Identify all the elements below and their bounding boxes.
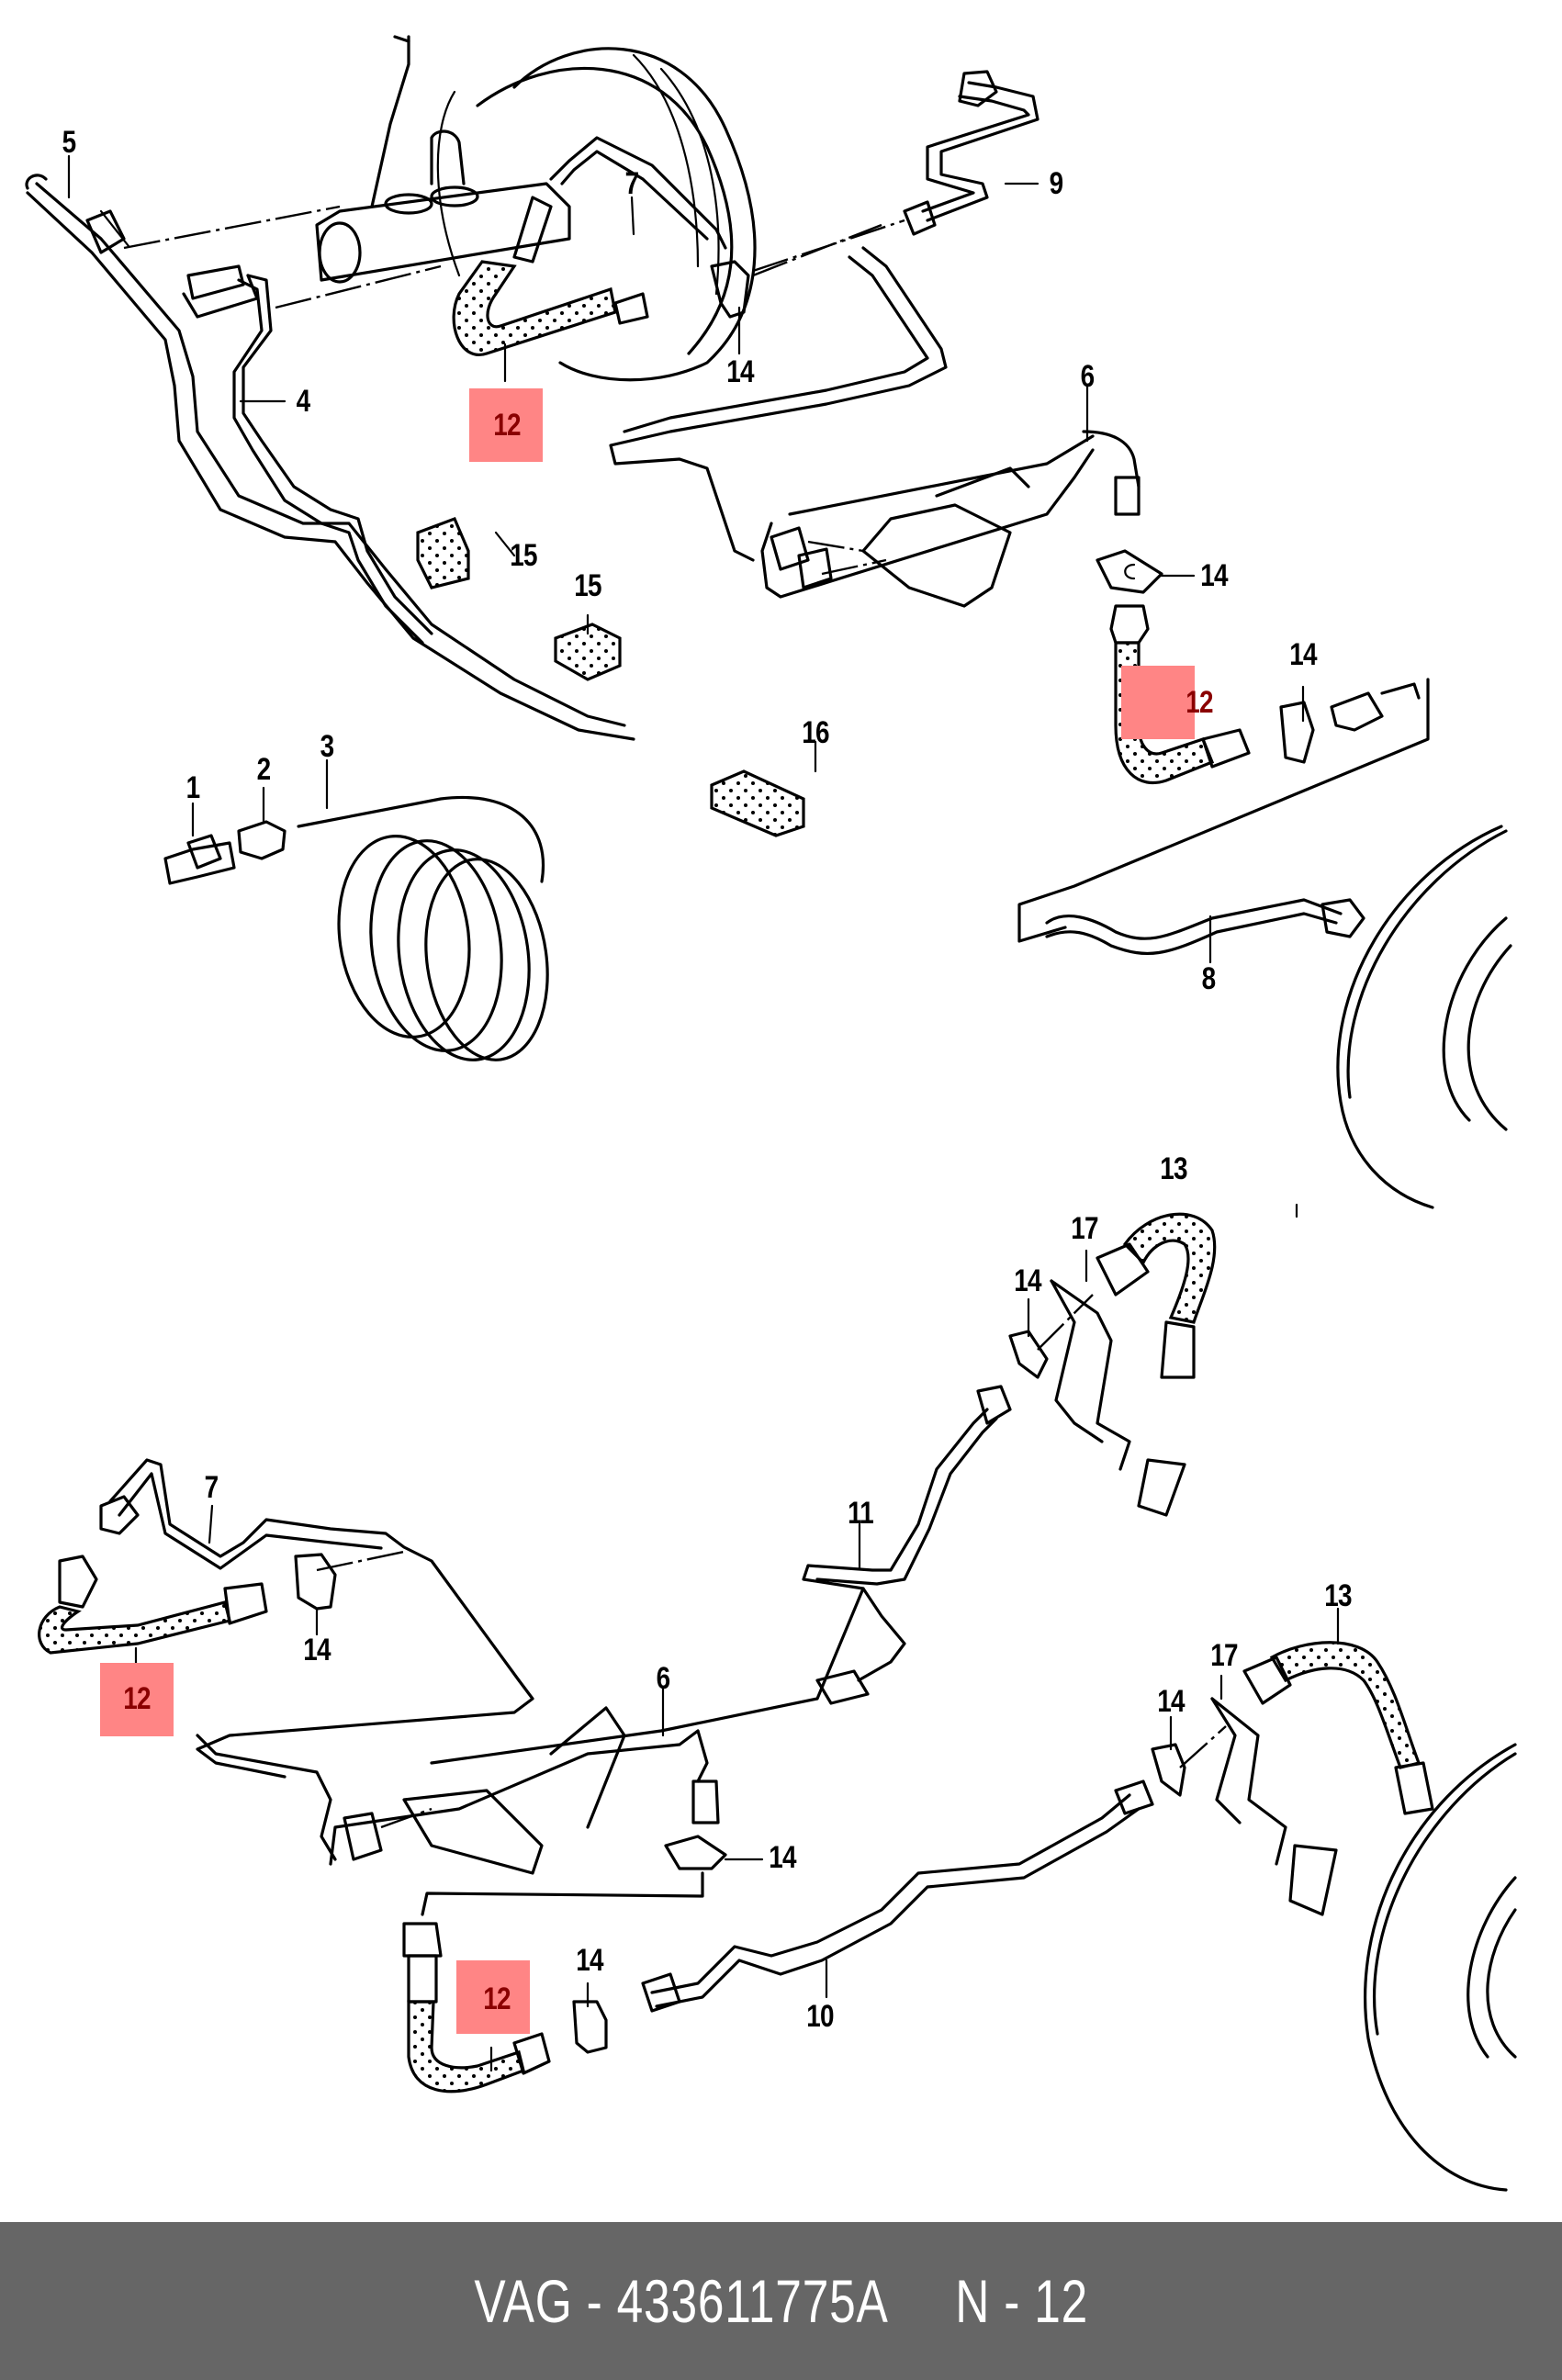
master-cylinder <box>315 35 571 284</box>
brake-line-5 <box>25 174 635 741</box>
brake-hose-12-top <box>452 136 727 357</box>
leader-lines <box>67 154 1340 2072</box>
brake-hose-13-upper <box>1096 1212 1217 1379</box>
clip-14-right-top <box>1096 549 1163 594</box>
highlight-box-12-bottom[interactable] <box>456 1960 530 2034</box>
holder-16 <box>710 769 805 837</box>
callout-7-bottom[interactable]: 7 <box>204 1470 219 1505</box>
callout-14-right[interactable]: 14 <box>1289 637 1317 672</box>
clip-14-lower-right <box>1151 1725 1227 1797</box>
union-2 <box>237 820 287 860</box>
callout-1[interactable]: 1 <box>185 770 201 805</box>
callout-2[interactable]: 2 <box>256 752 272 787</box>
highlight-box-12-left[interactable] <box>100 1663 174 1736</box>
brake-hose-12-left <box>38 1555 268 1655</box>
holder-15b <box>554 623 622 681</box>
callout-7-top[interactable]: 7 <box>624 166 640 201</box>
callout-14-right-top[interactable]: 14 <box>1200 558 1228 593</box>
callout-9[interactable]: 9 <box>1049 166 1064 201</box>
callout-10[interactable]: 10 <box>806 1999 834 2034</box>
callout-15b[interactable]: 15 <box>574 568 601 603</box>
callout-13-upper[interactable]: 13 <box>1160 1151 1187 1186</box>
callout-3[interactable]: 3 <box>320 729 335 764</box>
clip-14-bottom-valve <box>421 1835 727 1916</box>
bracket-17-upper <box>1050 1279 1186 1517</box>
part-number-banner: VAG - 433611775A N - 12 <box>0 2222 1562 2380</box>
callout-5[interactable]: 5 <box>62 125 77 160</box>
callout-15a[interactable]: 15 <box>510 538 537 573</box>
clip-14-top <box>710 223 882 319</box>
brake-disc-bottom <box>1364 1743 1517 2192</box>
callout-17-upper[interactable]: 17 <box>1071 1211 1098 1246</box>
holder-15a <box>416 516 470 589</box>
bracket-17-lower <box>1210 1697 1338 1916</box>
clip-14-mid <box>1008 1294 1094 1379</box>
highlight-label-12-right[interactable]: 12 <box>1186 685 1213 720</box>
brake-pipe-coil-3 <box>297 795 549 1061</box>
highlight-box-12-right[interactable] <box>1121 666 1195 739</box>
callout-14-bottom-left[interactable]: 14 <box>303 1633 331 1667</box>
highlight-box-12-top[interactable] <box>469 388 543 462</box>
callout-14-mid[interactable]: 14 <box>1014 1263 1041 1298</box>
brake-line-11 <box>430 1385 1012 1765</box>
callout-8[interactable]: 8 <box>1201 961 1217 996</box>
brake-booster <box>436 47 757 382</box>
brake-line-4 <box>182 264 442 645</box>
callout-4[interactable]: 4 <box>296 384 311 419</box>
part-number-text: VAG - 433611775A N - 12 <box>474 2267 1088 2335</box>
parts-diagram: 12 12 12 12 5 4 7 9 14 6 14 15 15 14 16 … <box>25 35 1517 2192</box>
callout-14-bottom-valve[interactable]: 14 <box>769 1840 796 1875</box>
callout-6-bottom[interactable]: 6 <box>656 1661 671 1696</box>
brake-line-8 <box>1045 898 1365 955</box>
brake-hose-13-lower <box>1242 1641 1434 1815</box>
union-1 <box>163 834 236 885</box>
highlight-label-12-left[interactable]: 12 <box>123 1681 151 1716</box>
clip-14-bottom-left <box>294 1553 337 1611</box>
clip-14-right <box>1017 678 1430 943</box>
brake-line-6-bottom <box>196 1706 720 1875</box>
brake-line-6-top <box>609 246 1141 608</box>
highlight-label-12-bottom[interactable]: 12 <box>483 1981 511 2016</box>
brake-line-9 <box>752 70 1039 273</box>
callout-14-lower-right[interactable]: 14 <box>1157 1684 1185 1719</box>
highlight-label-12-top[interactable]: 12 <box>493 408 521 443</box>
callout-17-lower[interactable]: 17 <box>1210 1638 1238 1673</box>
brake-hose-12-bottom <box>402 1922 551 2094</box>
callout-13-lower[interactable]: 13 <box>1324 1578 1352 1613</box>
callout-14-bottom-middle[interactable]: 14 <box>576 1943 603 1978</box>
clip-14-bottom-middle <box>572 2000 608 2054</box>
callout-14-top[interactable]: 14 <box>726 354 754 389</box>
brake-disc-top <box>1336 825 1512 1209</box>
callout-16[interactable]: 16 <box>802 715 829 750</box>
diagram-linework <box>25 35 1517 2192</box>
callout-11[interactable]: 11 <box>848 1496 874 1531</box>
brake-line-10 <box>641 1779 1154 2013</box>
brake-hose-12-right <box>1109 604 1251 785</box>
callout-6-top[interactable]: 6 <box>1080 359 1096 394</box>
